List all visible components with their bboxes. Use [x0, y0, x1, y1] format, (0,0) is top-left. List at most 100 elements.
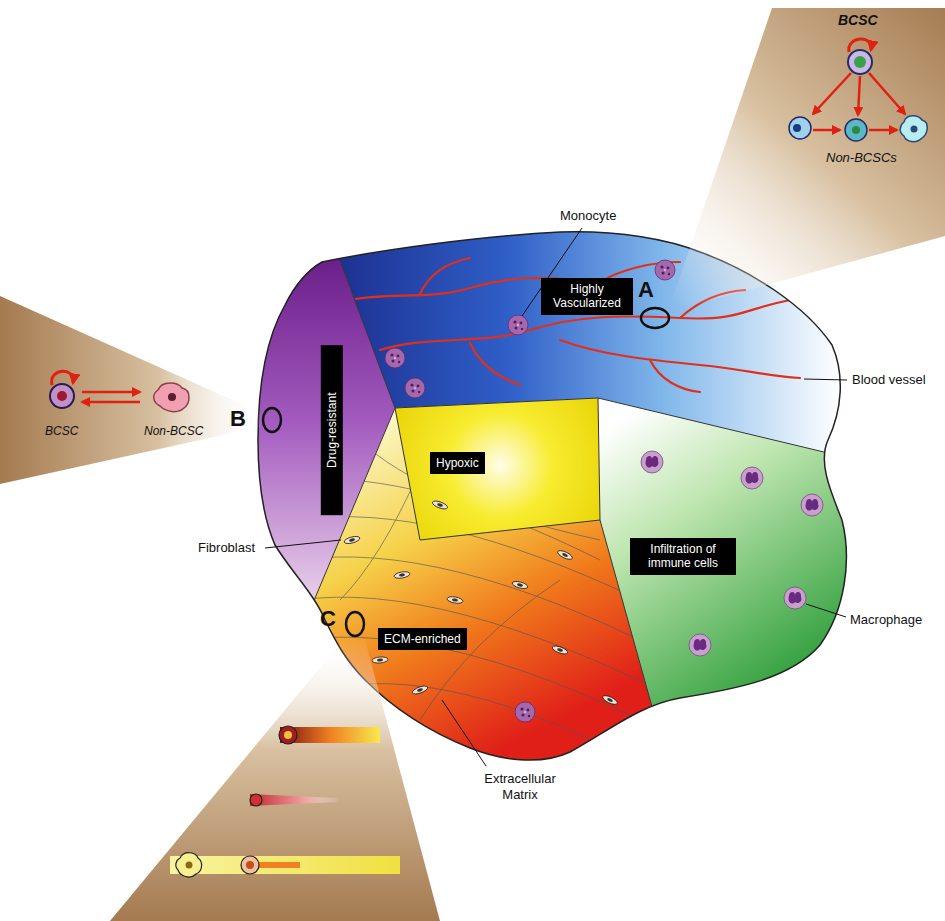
cell-label: Non-BCSCs — [826, 150, 897, 166]
stem-cell — [848, 50, 872, 74]
cell-nucleus — [852, 126, 860, 134]
region-label: Infiltration of immune cells — [636, 542, 730, 571]
leader-line — [265, 540, 341, 548]
callout-cone — [0, 296, 264, 484]
gradient-bar — [250, 794, 340, 806]
leader-line — [442, 700, 486, 766]
arrow — [813, 73, 851, 114]
tumor-cell — [250, 794, 262, 806]
gradient-bar — [170, 856, 400, 874]
region-label: ECM-enriched — [384, 632, 461, 646]
tumor-cell — [241, 856, 259, 874]
hypoxic-region — [395, 398, 600, 540]
region-label-box: Drug-resistant — [321, 345, 343, 515]
region-label: Hypoxic — [436, 456, 479, 470]
callout-circle — [346, 612, 364, 636]
fibroblast-cell — [411, 684, 428, 695]
arrow — [858, 76, 860, 115]
callout-cone — [110, 634, 440, 921]
self-renewal-arrow — [849, 39, 871, 52]
gradient-bar — [256, 862, 300, 868]
callout-letter: B — [230, 406, 246, 432]
monocyte-cell — [655, 260, 675, 280]
arrow — [869, 129, 897, 132]
region-label-box: Infiltration of immune cells — [630, 538, 736, 575]
callout-letter: C — [320, 606, 336, 632]
monocyte-cell — [385, 348, 405, 368]
cell-nucleus — [911, 126, 918, 133]
cell-nucleus — [246, 861, 254, 869]
cell-nucleus — [284, 731, 292, 739]
region-label: Drug-resistant — [325, 351, 339, 509]
fibroblast-cell — [343, 535, 360, 545]
region-borders — [310, 180, 920, 800]
fibroblast-cell — [601, 694, 618, 706]
ecm-fiber — [340, 470, 420, 600]
cell-nucleus — [854, 56, 866, 68]
niche-cells — [170, 726, 400, 877]
cell-nucleus — [57, 391, 67, 401]
self-renewal-arrow — [52, 371, 74, 385]
region-label-box: ECM-enriched — [378, 628, 467, 650]
progeny-cell — [789, 117, 811, 139]
progeny-cell — [845, 119, 867, 141]
gradient-bar — [280, 727, 380, 743]
region-label: Highly Vascularized — [547, 282, 627, 311]
arrow — [82, 391, 140, 394]
fibroblast-cell — [511, 580, 528, 590]
macrophage-cell — [801, 494, 823, 516]
callout-circle — [641, 308, 669, 328]
cell-nucleus — [168, 393, 176, 401]
blood-vessel — [470, 343, 520, 385]
tumor-cell — [176, 853, 202, 877]
stem-cell — [50, 384, 74, 408]
ecm-fiber — [300, 479, 600, 560]
callout-letter: A — [638, 277, 654, 303]
progeny-cell — [900, 116, 927, 142]
region-border — [395, 398, 600, 540]
macrophage-cell — [689, 634, 711, 656]
cell-nucleus — [793, 124, 801, 132]
bcsc-plasticity — [50, 371, 189, 411]
blood-vessel — [650, 360, 700, 392]
fibroblast-cell — [556, 549, 573, 561]
part-label: Monocyte — [560, 208, 616, 224]
monocyte-cell — [515, 702, 535, 722]
ecm-fiber — [360, 440, 600, 540]
fibroblast-cell — [394, 571, 411, 580]
arrow — [813, 129, 840, 132]
macrophage-cell — [784, 587, 806, 609]
leader-line — [806, 604, 846, 617]
cell-nucleus — [186, 862, 193, 869]
part-label: Blood vessel — [852, 372, 926, 388]
monocyte-cell — [508, 315, 528, 335]
arrow — [82, 401, 140, 404]
callout-cone — [668, 8, 945, 312]
cell-label: BCSC — [45, 424, 78, 438]
region-label-box: Highly Vascularized — [541, 278, 633, 315]
bcsc-hierarchy — [789, 39, 927, 142]
part-label: Macrophage — [850, 612, 922, 628]
fibroblast-cell — [551, 644, 568, 655]
region-label-box: Hypoxic — [430, 452, 485, 474]
monocyte-cell — [405, 378, 425, 398]
blood-vessel — [420, 258, 470, 294]
blood-vessel — [560, 340, 800, 378]
tumor-cell — [279, 726, 297, 744]
callout-circle — [263, 408, 281, 432]
macrophage-cell — [741, 467, 763, 489]
leader-line — [804, 379, 847, 380]
part-label: Extracellular Matrix — [472, 771, 568, 802]
cell-label: BCSC — [838, 12, 878, 29]
arrow — [869, 73, 905, 114]
ecm-fiber — [300, 557, 660, 650]
part-label: Fibroblast — [198, 540, 255, 556]
non-stem-cell — [154, 383, 189, 412]
fibroblast-cell — [431, 499, 448, 510]
macrophage-cell — [641, 451, 663, 473]
fibroblast-cell — [447, 596, 464, 605]
immune-region — [598, 398, 920, 800]
cell-label: Non-BCSC — [144, 424, 203, 438]
fibroblast-cell — [372, 656, 388, 663]
